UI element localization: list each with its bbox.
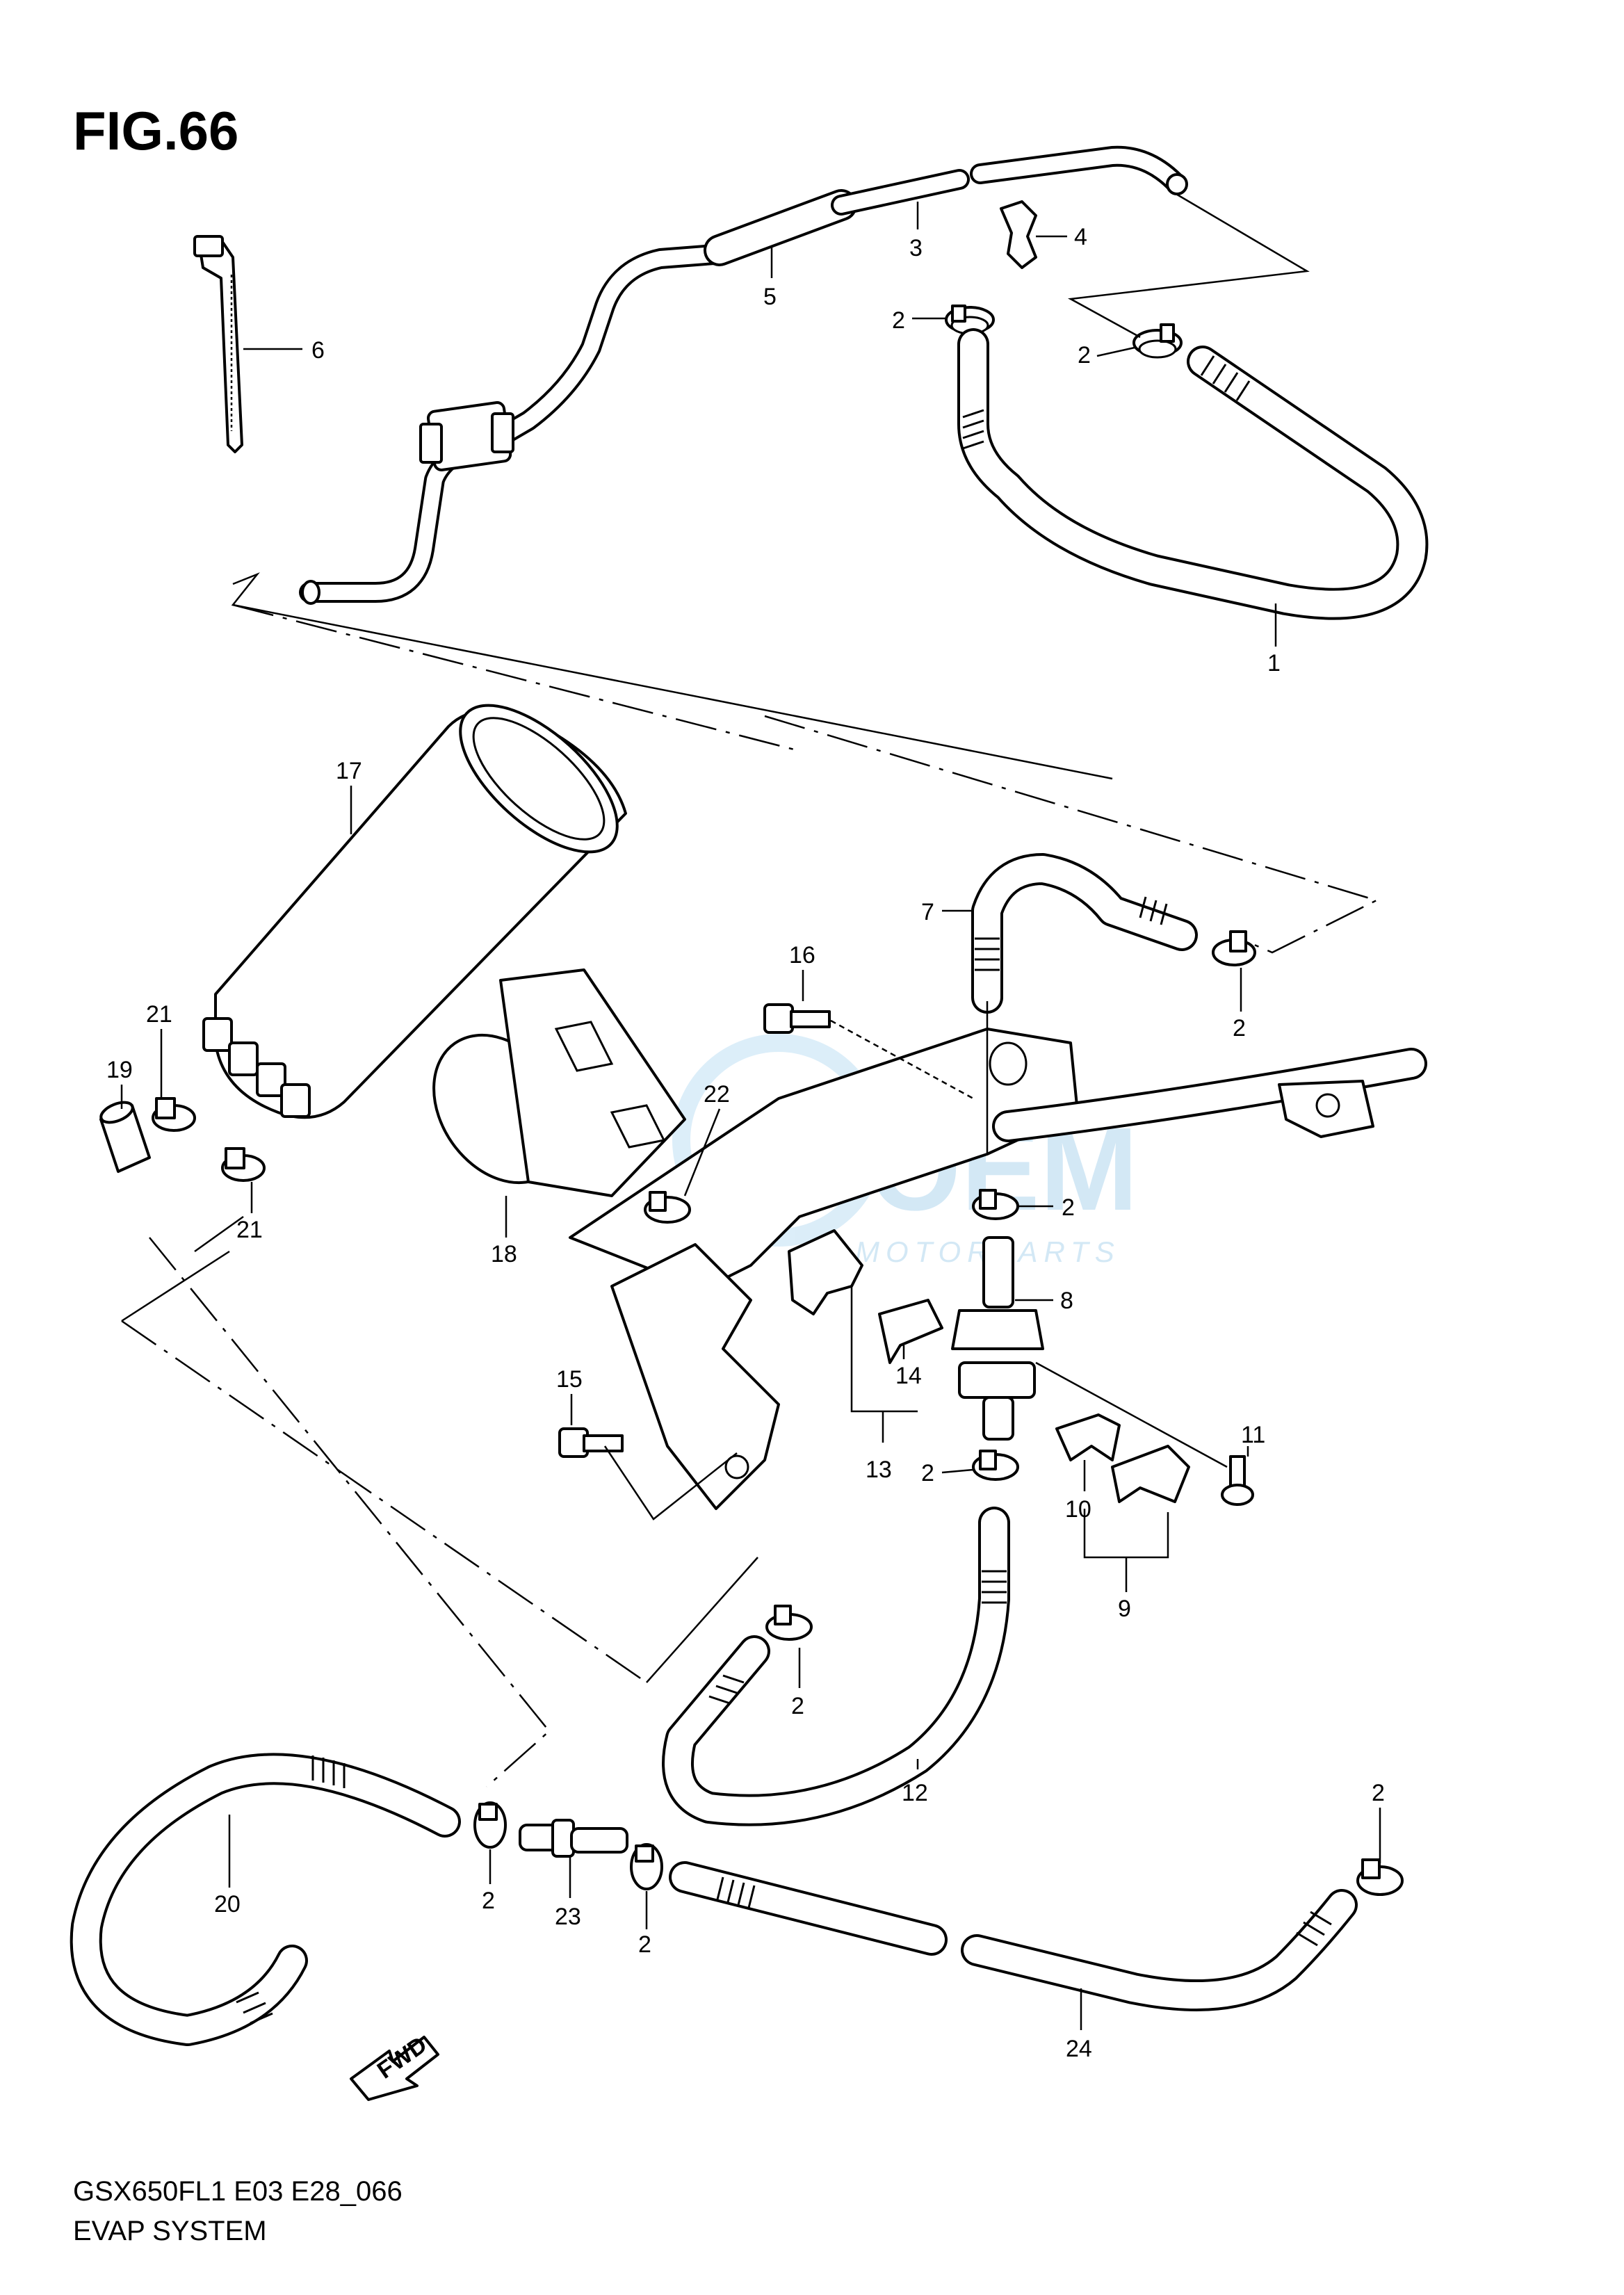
callout-9: 9 [1118, 1596, 1131, 1622]
hose-clamp-mid-3 [972, 1450, 1019, 1481]
cable-tie-part [193, 235, 243, 453]
canister-bracket-18 [432, 968, 686, 1197]
callout-10: 10 [1065, 1496, 1091, 1523]
callouts: 1 2 2 2 2 2 2 2 2 2 3 4 5 [106, 202, 1385, 2062]
callout-2: 2 [921, 1460, 934, 1486]
callout-4: 4 [1074, 224, 1087, 250]
screw-11 [1221, 1455, 1254, 1506]
short-hose-19 [99, 1101, 151, 1173]
clamp-22 [644, 1191, 691, 1224]
hose-clamp-lower-2 [630, 1843, 663, 1890]
bracket-10-upper [1055, 1413, 1121, 1461]
callout-2: 2 [638, 1931, 651, 1958]
hose-clamp-mid-2 [972, 1189, 1019, 1220]
hose-clamp-upper-1 [945, 305, 995, 335]
callout-2: 2 [791, 1693, 804, 1719]
valve-8 [951, 1236, 1044, 1441]
callout-2: 2 [892, 307, 905, 334]
hose-20 [70, 1753, 461, 2046]
clamp-21-lower [221, 1147, 266, 1182]
hose-24 [669, 1861, 1358, 2011]
hose-clamp-lower-1 [473, 1801, 507, 1849]
callout-5: 5 [763, 284, 777, 310]
assembly-guide-lines-middle [121, 1215, 758, 1787]
canister-part [202, 704, 627, 1119]
callout-2: 2 [482, 1888, 495, 1914]
section-name: EVAP SYSTEM [73, 2216, 267, 2246]
callout-17: 17 [336, 758, 362, 784]
callout-15: 15 [556, 1366, 583, 1393]
callout-18: 18 [491, 1241, 517, 1267]
hose-7 [971, 853, 1198, 1154]
callout-19: 19 [106, 1057, 133, 1083]
bracket-14 [878, 1299, 943, 1364]
joint-23 [519, 1819, 628, 1858]
hose-12 [662, 1507, 1010, 1826]
callout-2: 2 [1233, 1015, 1246, 1041]
callout-13: 13 [866, 1457, 892, 1483]
callout-6: 6 [311, 337, 325, 364]
callout-2: 2 [1078, 342, 1091, 368]
callout-3: 3 [909, 235, 923, 261]
hose-clamp-upper-2 [1132, 323, 1183, 359]
hose-clamp-mid-1 [1212, 930, 1256, 966]
main-bracket [569, 1028, 1427, 1510]
callout-16: 16 [789, 942, 815, 968]
callout-14: 14 [895, 1363, 922, 1389]
callout-7: 7 [921, 899, 934, 925]
assembly-guide-lines-upper [231, 192, 1379, 954]
bracket-13 [788, 1229, 863, 1315]
clip-part [1000, 200, 1037, 269]
bolt-16 [763, 1003, 831, 1034]
callout-24: 24 [1066, 2036, 1092, 2062]
callout-11: 11 [1241, 1422, 1265, 1448]
callout-1: 1 [1267, 650, 1281, 676]
model-code: GSX650FL1 E03 E28_066 [73, 2176, 403, 2207]
callout-20: 20 [214, 1891, 241, 1917]
bolt-15 [558, 1427, 624, 1458]
callout-8: 8 [1060, 1288, 1073, 1314]
bracket-10-lower [1111, 1445, 1190, 1503]
callout-23: 23 [555, 1904, 581, 1930]
vent-tube-assembly [299, 145, 1188, 605]
figure-title: FIG.66 [73, 100, 238, 161]
callout-2: 2 [1062, 1194, 1075, 1221]
callout-21: 21 [146, 1001, 172, 1028]
callout-21: 21 [236, 1217, 263, 1243]
callout-12: 12 [902, 1780, 928, 1806]
hose-clamp-lower-3 [1356, 1858, 1404, 1896]
hose-1 [957, 328, 1429, 620]
clamp-21-upper [152, 1097, 196, 1132]
forward-direction-arrow: FWD [350, 2032, 439, 2101]
callout-2: 2 [1372, 1780, 1385, 1806]
hose-clamp-mid-4 [765, 1605, 813, 1641]
callout-22: 22 [704, 1081, 730, 1108]
